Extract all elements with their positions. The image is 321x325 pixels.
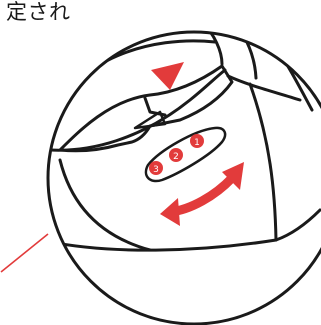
base-inner-edge [60, 160, 150, 250]
lever-notch [145, 98, 165, 115]
marker-3: 3 [149, 161, 163, 175]
base-right-curve [276, 210, 320, 240]
svg-text:1: 1 [194, 138, 200, 148]
triangle-down-icon [151, 62, 184, 90]
base-bottom [40, 240, 276, 250]
base-side [250, 84, 276, 240]
leader-line [1, 234, 48, 272]
base-top-edge-2 [228, 76, 300, 100]
svg-text:2: 2 [173, 152, 179, 162]
double-curved-arrow-icon [160, 162, 244, 226]
zoom-circle [48, 32, 321, 324]
svg-text:3: 3 [153, 165, 159, 175]
marker-2: 2 [169, 148, 183, 162]
shell-edge-right [240, 30, 256, 78]
shell-inner-arc [52, 41, 215, 118]
marker-1: 1 [190, 134, 204, 148]
shell-edge-far-right [270, 40, 312, 110]
